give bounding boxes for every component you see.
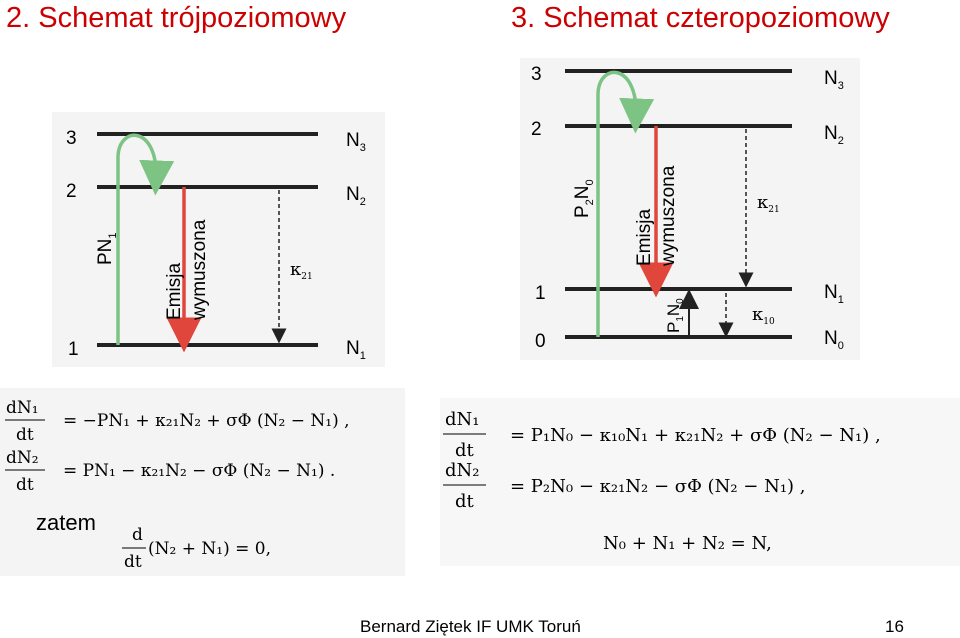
population-n2-label: N2 — [346, 184, 366, 208]
level-1-number: 1 — [68, 339, 79, 360]
population-n3-label: N3 — [824, 68, 844, 92]
population-n1-label: N1 — [824, 282, 844, 306]
population-n2-label: N2 — [824, 123, 844, 147]
eq3-numerator: d — [132, 525, 143, 545]
page-number: 16 — [885, 617, 904, 636]
emission-label-line1: Emisja — [634, 209, 655, 266]
four-level-equations: dN₁ dt = P₁N₀ − κ₁₀N₁ + κ₂₁N₂ + σΦ (N₂ −… — [443, 409, 881, 554]
three-level-equations: dN₁ dt = −PN₁ + κ₂₁N₂ + σΦ (N₂ − N₁) , d… — [5, 398, 350, 572]
eq2-numerator: dN₂ — [445, 460, 480, 481]
level-1-number: 1 — [535, 283, 546, 304]
emission-label-line2: wymuszona — [658, 165, 679, 267]
eq3-rhs: (N₂ + N₁) = 0, — [148, 539, 271, 559]
eq3-denominator: dt — [124, 552, 142, 572]
eq2-denominator: dt — [16, 475, 34, 495]
three-level-diagram: 3 2 1 N3 N2 N1 PN1 Emisja wymuszona κ21 — [66, 128, 366, 362]
population-n1-label: N1 — [346, 338, 366, 362]
eq1-rhs: = P₁N₀ − κ₁₀N₁ + κ₂₁N₂ + σΦ (N₂ − N₁) , — [510, 425, 881, 446]
level-2-number: 2 — [531, 119, 542, 140]
eq1-numerator: dN₁ — [445, 409, 480, 430]
emission-label-line1: Emisja — [164, 263, 185, 320]
four-level-diagram: 3 2 1 0 N3 N2 N1 N0 P2N0 Emisja wymuszon… — [531, 64, 844, 352]
pump-p1n0-label: P1N0 — [664, 298, 686, 333]
eq3-total-population: N₀ + N₁ + N₂ = N, — [603, 533, 772, 554]
equations-three-level-background — [0, 388, 405, 576]
eq1-numerator: dN₁ — [6, 398, 39, 418]
kappa21-label: κ21 — [290, 259, 313, 282]
level-0-number: 0 — [535, 331, 546, 352]
pump-arrow — [116, 133, 175, 345]
eq2-denominator: dt — [455, 491, 475, 512]
population-n3-label: N3 — [346, 130, 366, 154]
eq2-rhs: = P₂N₀ − κ₂₁N₂ − σΦ (N₂ − N₁) , — [510, 476, 806, 497]
diagram-three-level-background — [52, 112, 385, 367]
eq2-rhs: = PN₁ − κ₂₁N₂ − σΦ (N₂ − N₁) . — [63, 461, 335, 481]
level-3-number: 3 — [66, 128, 77, 149]
eq1-denominator: dt — [16, 425, 34, 445]
equations-four-level-background — [440, 398, 960, 566]
level-2-number: 2 — [66, 181, 77, 202]
title-three-level-scheme: 2. Schemat trójpoziomowy — [6, 2, 347, 34]
kappa21-label: κ21 — [757, 192, 780, 215]
pump-label: PN1 — [95, 232, 119, 265]
kappa10-label: κ10 — [752, 304, 775, 327]
eq1-rhs: = −PN₁ + κ₂₁N₂ + σΦ (N₂ − N₁) , — [63, 411, 350, 431]
population-n0-label: N0 — [824, 328, 844, 352]
eq2-numerator: dN₂ — [6, 448, 39, 468]
zatem-label: zatem — [36, 510, 96, 535]
pump-arrow — [596, 70, 655, 337]
eq1-denominator: dt — [455, 440, 475, 461]
emission-label-line2: wymuszona — [189, 219, 210, 321]
pump-p2n0-label: P2N0 — [572, 179, 596, 218]
title-four-level-scheme: 3. Schemat czteropoziomowy — [511, 2, 890, 34]
level-3-number: 3 — [531, 64, 542, 85]
footer-author: Bernard Ziętek IF UMK Toruń — [360, 617, 581, 636]
